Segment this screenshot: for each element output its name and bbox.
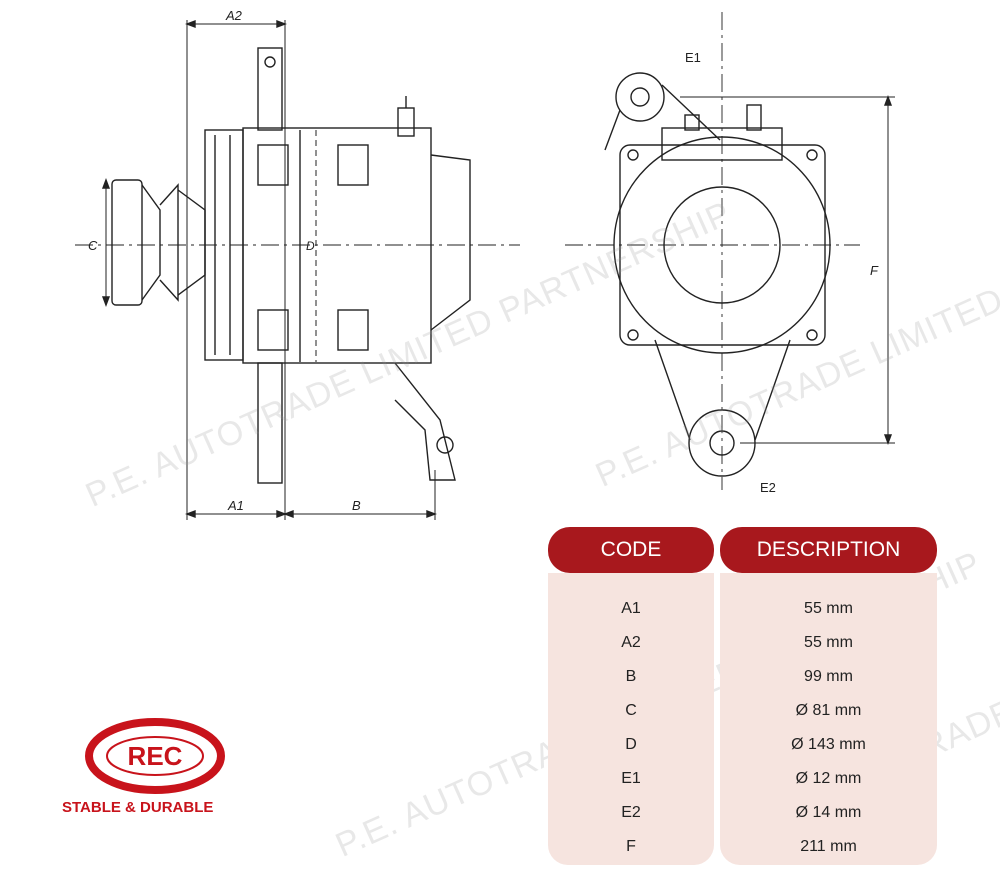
label-f: F (870, 263, 879, 278)
row-description: Ø 81 mm (795, 702, 862, 719)
front-view: F E1 E2 (565, 12, 895, 495)
description-column-header: DESCRIPTION (720, 527, 937, 573)
code-column-header: CODE (548, 527, 714, 573)
alternator-technical-drawing: A2 A1 B C D (75, 8, 895, 520)
label-e2: E2 (760, 480, 776, 495)
row-description: 211 mm (800, 838, 857, 855)
label-a2: A2 (225, 8, 243, 23)
logo-text: REC (128, 741, 183, 771)
row-description: 55 mm (804, 634, 853, 651)
row-code: C (625, 702, 637, 719)
code-column-body (548, 573, 714, 865)
row-code: F (626, 838, 636, 855)
row-description: 55 mm (804, 600, 853, 617)
label-d: D (306, 239, 315, 253)
row-code: A1 (621, 600, 641, 617)
row-code: E1 (621, 770, 641, 787)
row-description: Ø 14 mm (795, 804, 862, 821)
row-code: E2 (621, 804, 641, 821)
row-code: D (625, 736, 637, 753)
row-description: Ø 12 mm (795, 770, 862, 787)
brand-tagline: STABLE & DURABLE (62, 799, 214, 816)
row-description: 99 mm (804, 668, 853, 685)
label-b: B (352, 498, 361, 513)
rec-logo: REC (85, 718, 225, 794)
row-code: B (625, 668, 637, 685)
side-view: A2 A1 B C D (75, 8, 520, 520)
label-a1: A1 (227, 498, 244, 513)
row-code: A2 (621, 634, 641, 651)
label-c: C (88, 238, 98, 253)
label-e1: E1 (685, 50, 701, 65)
row-description: Ø 143 mm (791, 736, 866, 753)
description-column-body (720, 573, 937, 865)
